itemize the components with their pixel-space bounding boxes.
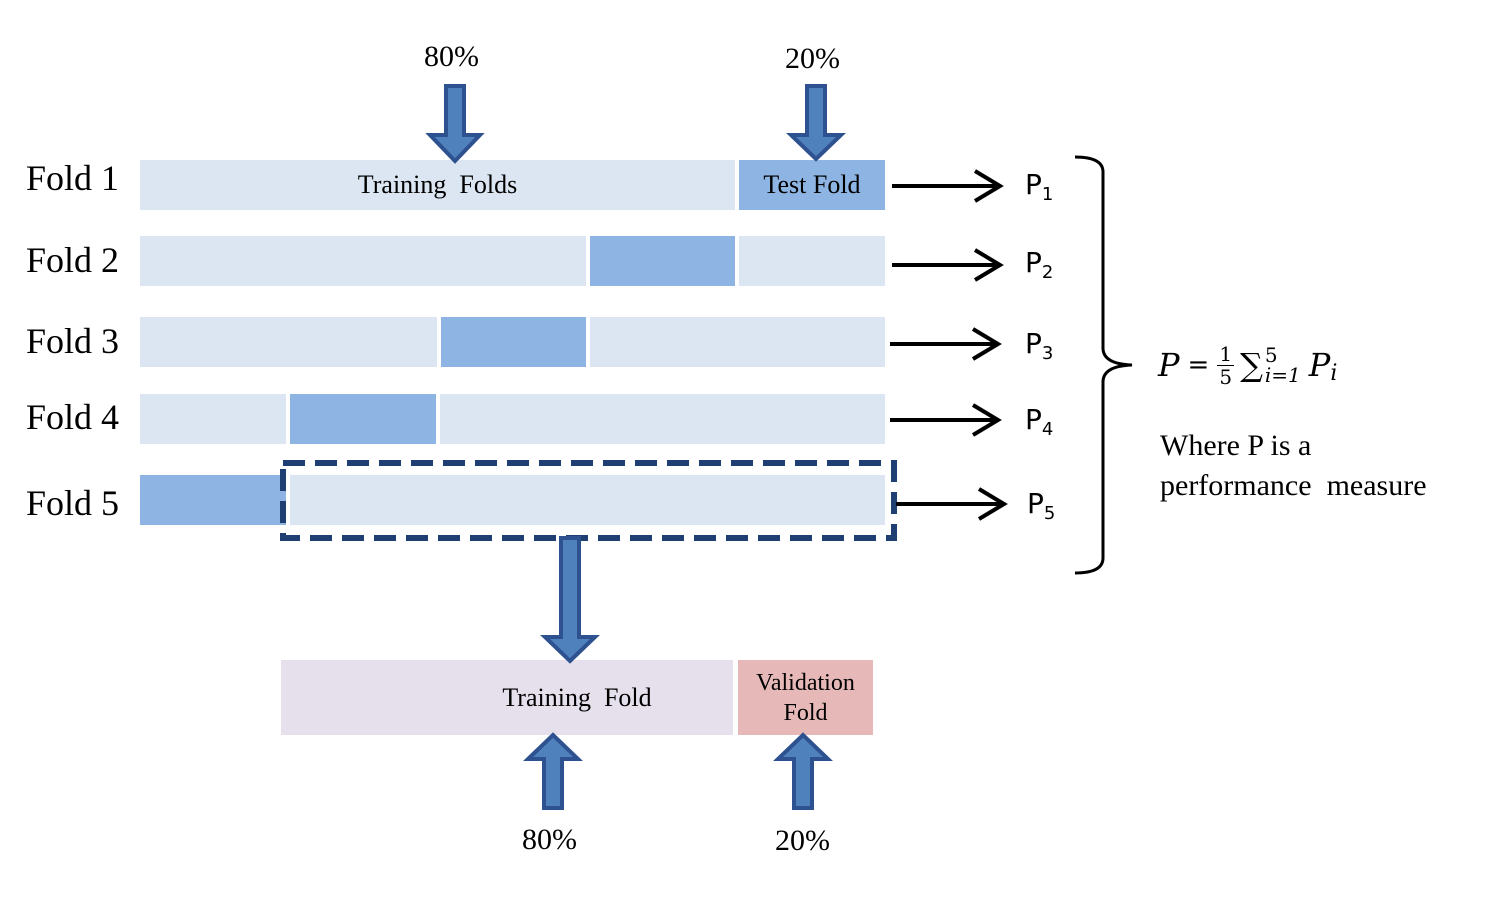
metric-p1-label: P1 [1025,168,1054,205]
sum-limits: 5 i=1 [1264,343,1301,387]
right-arrow-icon [896,487,1008,521]
metric-p5-label: P5 [1027,487,1056,524]
fold-2-training-segment-a [140,236,586,286]
fold-5-training-segment [290,475,885,525]
fold-1-label: Fold 1 [26,158,120,198]
validation-fold-label-line1: Validation [756,669,855,696]
fraction: 1 5 [1217,341,1235,389]
bottom-validation-percent: 20% [775,824,830,857]
fold-2-label: Fold 2 [26,240,120,280]
bottom-train-percent: 80% [522,823,577,856]
split-training-fold: Training Fold [281,660,733,735]
metric-p3-label: P3 [1025,327,1054,364]
fold-1-test-segment: Test Fold [739,160,885,210]
note-line-1: Where P is a [1160,429,1312,462]
fold-4-test-segment [290,394,436,444]
fold-4-training-segment-b [440,394,885,444]
fold-4-label: Fold 4 [26,397,120,437]
fold-5-label: Fold 5 [26,483,120,523]
note-line-2: performance measure [1160,469,1427,502]
right-arrow-icon [892,248,1004,282]
fold-4-training-segment-a [140,394,286,444]
fold-3-training-segment-a [140,317,437,367]
top-train-percent: 80% [424,40,479,73]
metric-p2-label: P2 [1025,246,1054,283]
fold-2-training-segment-b [739,236,885,286]
training-folds-label: Training Folds [357,170,518,199]
split-validation-fold: Validation Fold [738,660,873,735]
right-arrow-icon [890,327,1002,361]
down-arrow-icon [786,84,846,162]
test-fold-label: Test Fold [763,170,861,199]
fold-5-dashed-box [280,460,897,541]
metric-p4-label: P4 [1025,403,1054,440]
down-arrow-icon [540,536,600,664]
fold-3-label: Fold 3 [26,321,120,361]
down-arrow-icon [425,84,485,164]
split-training-fold-label: Training Fold [502,682,652,712]
right-arrow-icon [892,169,1004,203]
fold-1-training-segment: Training Folds [140,160,735,210]
up-arrow-icon [773,732,833,810]
top-test-percent: 20% [785,42,840,75]
fold-3-training-segment-b [590,317,885,367]
right-arrow-icon [890,403,1002,437]
validation-fold-label-line2: Fold [783,699,828,726]
fold-5-test-segment [140,475,286,525]
fold-2-test-segment [590,236,735,286]
fold-3-test-segment [441,317,586,367]
up-arrow-icon [523,732,583,810]
right-brace-icon [1074,155,1133,575]
